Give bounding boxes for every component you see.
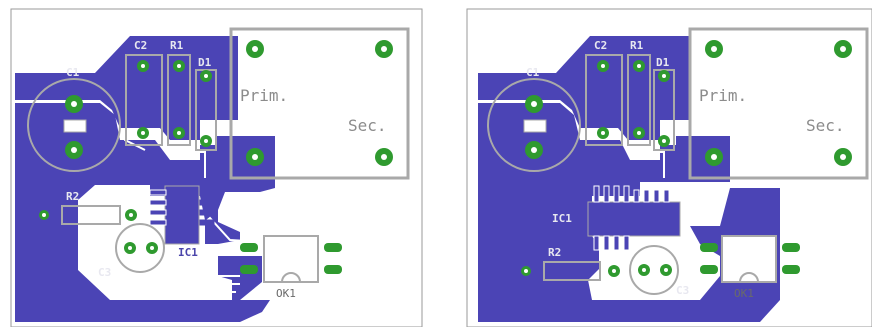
c1-outline xyxy=(487,78,581,172)
c1-body-mark xyxy=(523,119,547,133)
c3-outline xyxy=(115,223,165,273)
label-sec: Sec. xyxy=(806,116,845,135)
ic1-body xyxy=(587,201,681,237)
ic1-pins-bottom xyxy=(593,235,630,251)
label-d1: D1 xyxy=(198,56,212,69)
pad xyxy=(324,243,342,252)
ic1-pins-right xyxy=(199,189,215,226)
label-c2: C2 xyxy=(134,39,147,52)
pad xyxy=(782,243,800,252)
pad xyxy=(700,243,718,252)
ok1-notch xyxy=(281,272,301,283)
transformer-outline xyxy=(229,27,410,180)
label-sec: Sec. xyxy=(348,116,387,135)
label-r2: R2 xyxy=(66,190,79,203)
label-r2: R2 xyxy=(548,246,561,259)
pcb-board-left: Prim. Sec. C1 C2 R1 D1 IC1 R2 C3 xyxy=(10,8,423,327)
r1-outline xyxy=(627,54,651,146)
track-outlines xyxy=(87,130,263,293)
label-r1: R1 xyxy=(630,39,644,52)
ic1-pins-left xyxy=(149,189,167,226)
label-c3: C3 xyxy=(98,266,111,279)
pcb-board-right: Prim. Sec. C1 C2 R1 D1 IC1 R2 C3 OK1 xyxy=(466,8,872,327)
label-ok1: OK1 xyxy=(276,287,296,300)
c2-outline xyxy=(585,54,623,146)
pads xyxy=(521,40,852,277)
pads xyxy=(39,40,393,274)
board-border xyxy=(10,8,423,327)
transformer-outline xyxy=(688,27,869,180)
ok1-outline xyxy=(721,235,777,283)
label-ic1: IC1 xyxy=(552,212,572,225)
c1-outline xyxy=(27,78,121,172)
pad xyxy=(324,265,342,274)
pad xyxy=(782,265,800,274)
label-prim: Prim. xyxy=(699,86,747,105)
pad xyxy=(240,265,258,274)
pad xyxy=(700,265,718,274)
label-ok1: OK1 xyxy=(734,287,754,300)
label-c2: C2 xyxy=(594,39,607,52)
label-c1: C1 xyxy=(66,66,80,79)
c1-body-mark xyxy=(63,119,87,133)
ok1-notch xyxy=(739,272,759,283)
ic1-pins-top xyxy=(593,185,670,203)
label-d1: D1 xyxy=(656,56,670,69)
pad xyxy=(240,243,258,252)
copper-pour-bottom xyxy=(478,103,780,322)
ic1-body xyxy=(164,185,200,245)
c3-outline xyxy=(629,245,679,295)
r2-outline xyxy=(61,205,121,225)
copper-pour-right xyxy=(218,256,262,300)
copper-pour-bottom xyxy=(15,103,275,322)
ok1-outline xyxy=(263,235,319,283)
r2-outline xyxy=(543,261,601,281)
r1-outline xyxy=(167,54,191,146)
c2-outline xyxy=(125,54,163,146)
board-border xyxy=(466,8,872,327)
label-prim: Prim. xyxy=(240,86,288,105)
label-c1: C1 xyxy=(526,66,540,79)
label-ic1: IC1 xyxy=(178,246,198,259)
label-r1: R1 xyxy=(170,39,184,52)
label-c3: C3 xyxy=(676,284,689,297)
